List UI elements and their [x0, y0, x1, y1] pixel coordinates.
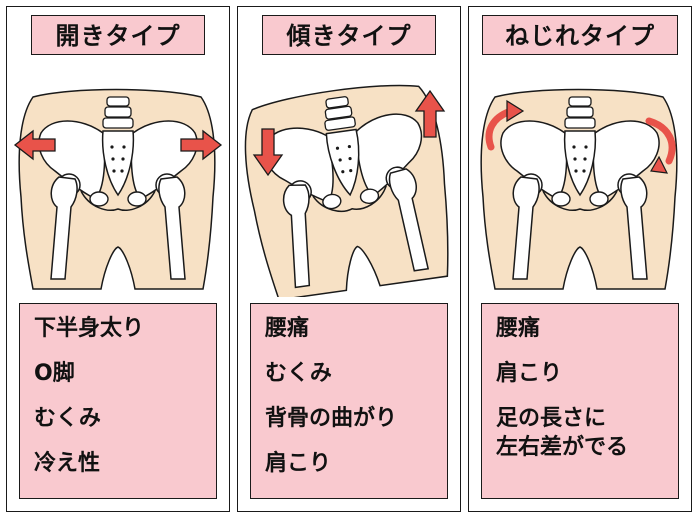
panel-open-type: 開きタイプ 下半身太り O脚 むくみ 冷え性 [6, 6, 230, 512]
symptom-item: 肩こり [496, 361, 563, 386]
arrow-outward-icon [13, 129, 223, 161]
panel-twist-type: ねじれタイプ 腰痛 肩こり 足の長さに 左右差がでる [468, 6, 692, 512]
panel-title: 開きタイプ [31, 15, 205, 55]
symptom-item: 腰痛 [265, 316, 310, 341]
panel-title: ねじれタイプ [482, 15, 678, 55]
symptom-item: むくみ [34, 406, 101, 431]
panel-tilt-type: 傾きタイプ 腰痛 むくみ 背骨の曲がり 肩こり [237, 6, 461, 512]
curved-arrow-icon [506, 99, 669, 174]
symptom-item: 冷え性 [34, 451, 101, 476]
symptom-item: 足の長さに 左右差がでる [496, 406, 629, 460]
arrow-up-icon [414, 89, 446, 138]
symptom-item: 下半身太り [34, 316, 145, 341]
pelvis-illustration [480, 88, 678, 290]
pelvis-illustration [242, 76, 456, 297]
arrow-down-icon [252, 128, 284, 177]
symptom-item: 腰痛 [496, 316, 541, 341]
panel-title: 傾きタイプ [262, 15, 436, 55]
symptom-list: 腰痛 むくみ 背骨の曲がり 肩こり [250, 303, 448, 499]
pelvis-illustration [13, 88, 223, 290]
symptom-item: むくみ [265, 361, 332, 386]
symptom-item: 肩こり [265, 451, 332, 476]
symptom-item: O脚 [34, 361, 75, 386]
symptom-list: 下半身太り O脚 むくみ 冷え性 [19, 303, 217, 499]
symptom-list: 腰痛 肩こり 足の長さに 左右差がでる [481, 303, 679, 499]
symptom-item: 背骨の曲がり [265, 406, 398, 431]
